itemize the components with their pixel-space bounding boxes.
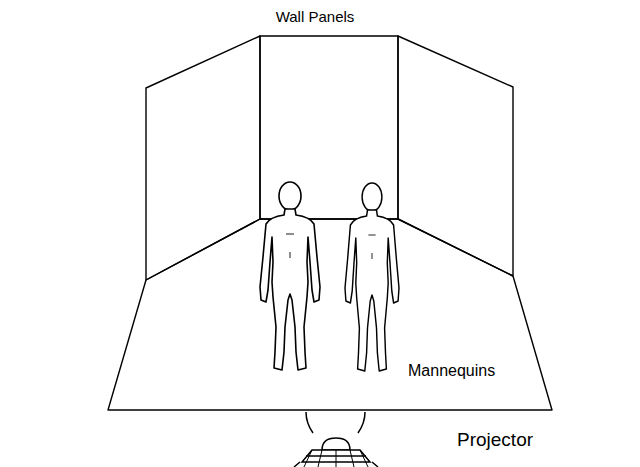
mannequin [260,182,320,370]
projector-label: Projector [457,429,533,451]
right-wall-panel [398,36,513,276]
projector-symbol [294,412,378,467]
floor [108,219,552,410]
mannequin-label: Mannequins [408,362,495,380]
left-wall-panel [146,36,260,280]
mannequin [345,183,399,371]
panel-label: Wall Panels [276,8,355,25]
